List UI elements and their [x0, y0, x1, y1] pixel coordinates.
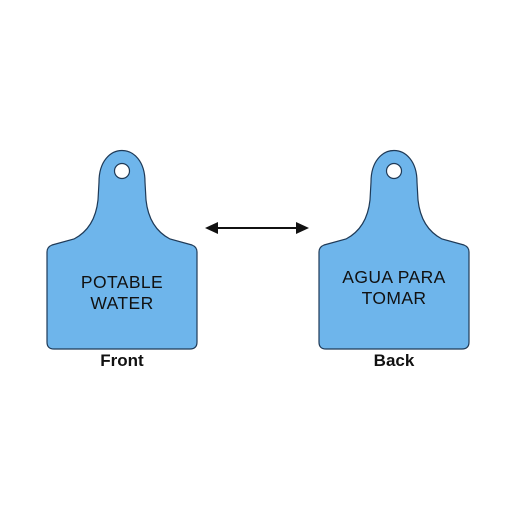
- punch-hole-icon: [113, 162, 131, 180]
- back-tag-shape: [318, 149, 470, 350]
- back-tag-line1: AGUA PARA: [342, 267, 446, 287]
- front-tag: POTABLE WATER: [42, 142, 202, 357]
- back-tag: AGUA PARA TOMAR: [314, 142, 474, 357]
- double-headed-arrow-icon: [205, 222, 309, 234]
- front-tag-text: POTABLE WATER: [42, 272, 202, 314]
- front-tag-shape: [46, 149, 198, 350]
- back-tag-text: AGUA PARA TOMAR: [314, 267, 474, 309]
- front-tag-line2: WATER: [90, 293, 154, 313]
- front-caption: Front: [100, 351, 144, 370]
- back-tag-line2: TOMAR: [361, 288, 427, 308]
- front-tag-line1: POTABLE: [80, 272, 164, 292]
- back-caption: Back: [373, 351, 415, 370]
- punch-hole-icon: [385, 162, 403, 180]
